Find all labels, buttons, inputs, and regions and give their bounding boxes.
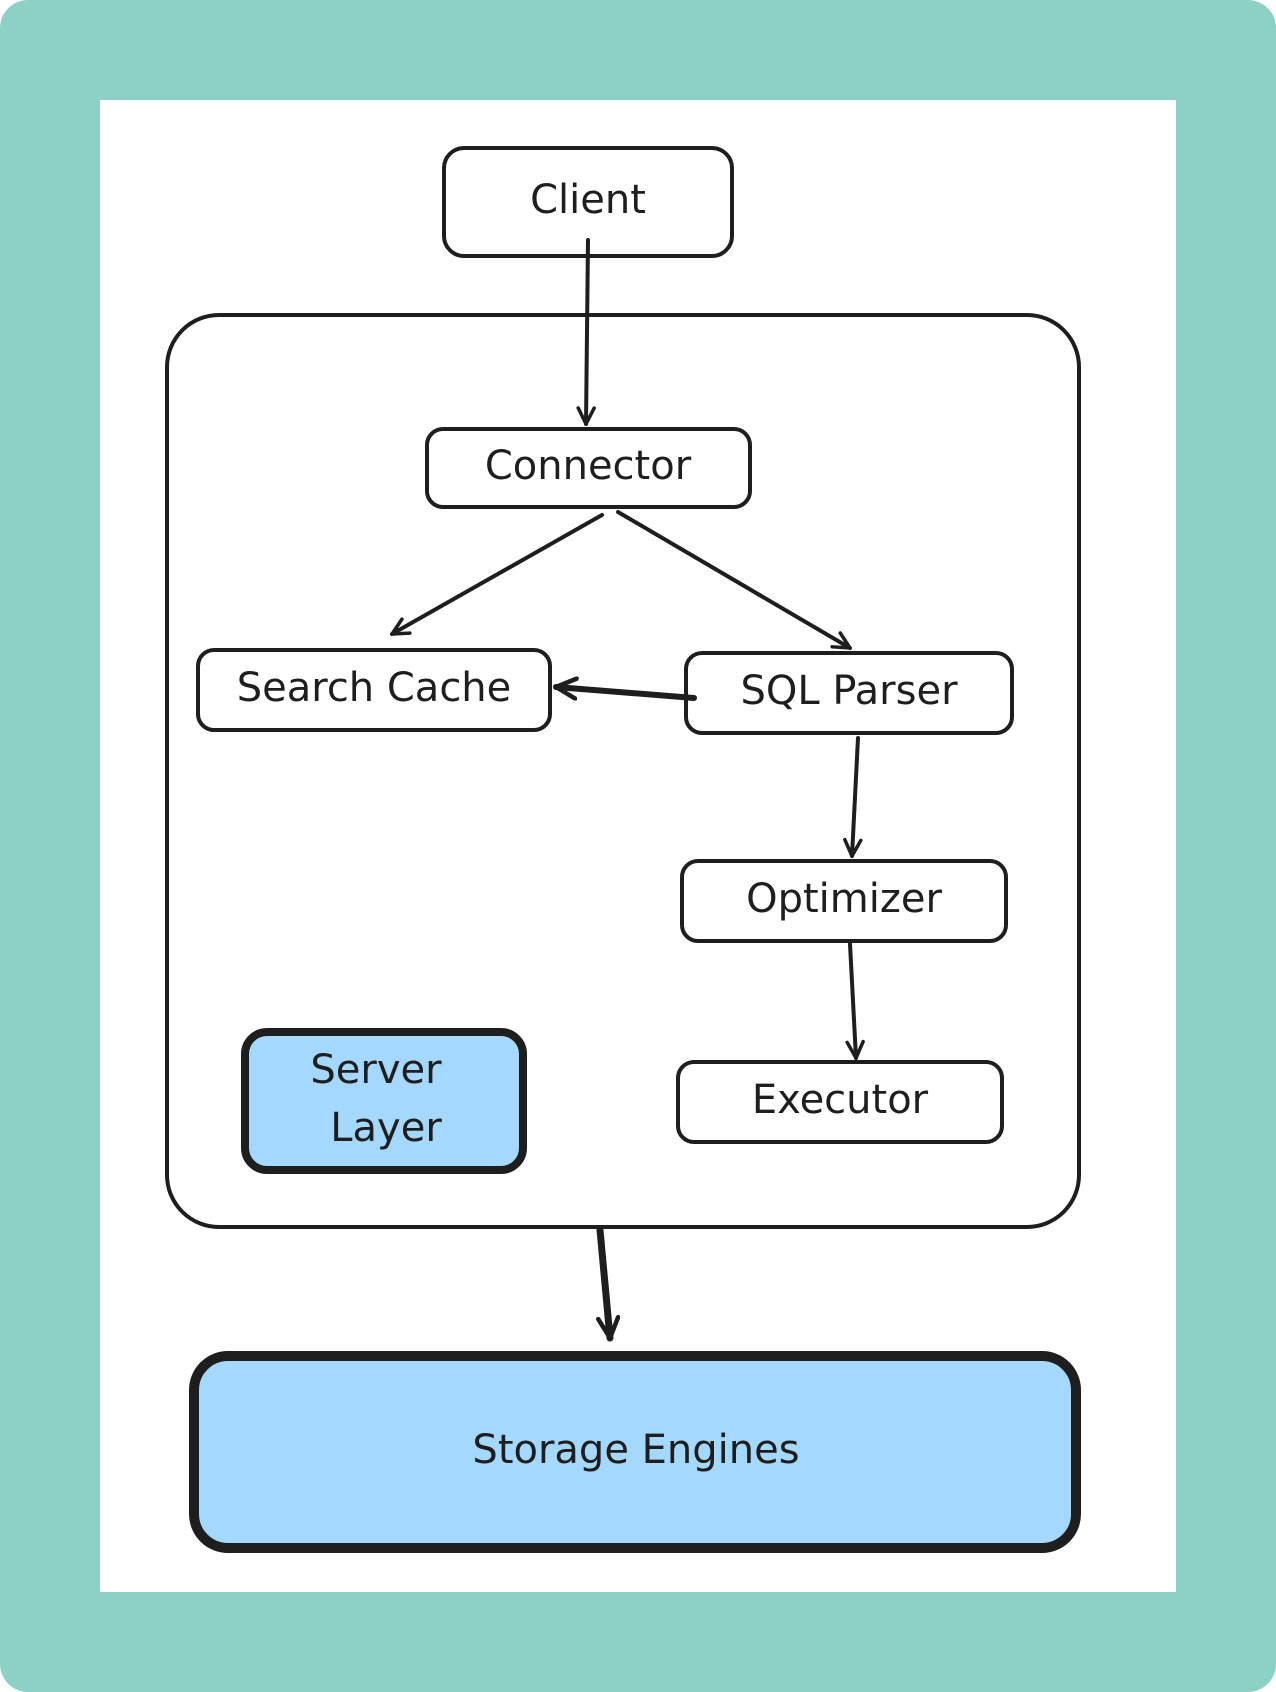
server-layer-label-line2: Layer	[330, 1105, 442, 1151]
sql-parser-label: SQL Parser	[740, 668, 958, 714]
sql-parser-node: SQL Parser	[684, 651, 1014, 735]
arrow-connector-to-sql-parser	[616, 510, 852, 650]
server-layer-container	[165, 313, 1081, 1229]
arrow-sql-parser-to-search-cache	[553, 687, 697, 701]
optimizer-node: Optimizer	[680, 859, 1008, 943]
arrow-server-layer-to-storage-engines	[600, 1226, 610, 1342]
search-cache-label: Search Cache	[237, 665, 512, 711]
diagram-canvas	[100, 100, 1176, 1592]
server-layer-label-line1: Server	[310, 1047, 442, 1093]
connector-node: Connector	[425, 427, 752, 509]
connector-label: Connector	[485, 443, 692, 489]
storage-engines-node: Storage Engines	[189, 1351, 1081, 1553]
client-label: Client	[530, 177, 646, 223]
optimizer-label: Optimizer	[746, 876, 942, 922]
arrow-sql-parser-to-optimizer	[843, 736, 863, 858]
storage-engines-label: Storage Engines	[472, 1427, 799, 1473]
search-cache-node: Search Cache	[196, 648, 552, 732]
arrow-connector-to-search-cache	[390, 513, 604, 636]
arrow-optimizer-to-executor	[845, 942, 865, 1060]
executor-node: Executor	[676, 1060, 1004, 1144]
executor-label: Executor	[752, 1077, 929, 1123]
server-layer-label-box: Server Layer	[241, 1028, 527, 1174]
arrow-client-to-connector	[576, 238, 596, 426]
